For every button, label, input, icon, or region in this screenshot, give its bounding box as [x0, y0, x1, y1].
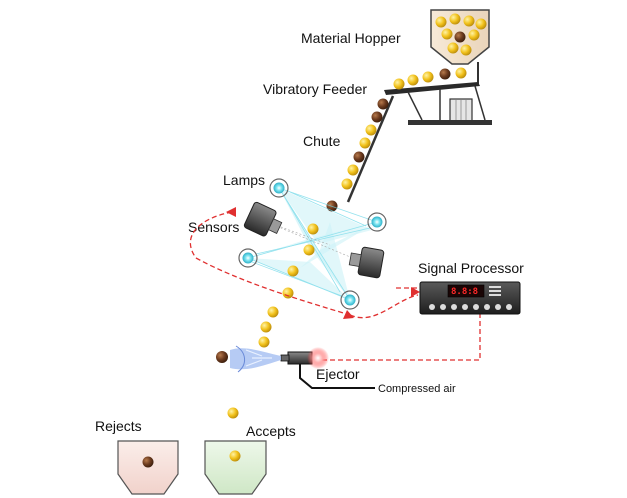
chute [326, 95, 395, 212]
lamp-bottom [340, 290, 360, 310]
vibratory-feeder [384, 62, 492, 125]
signal-processor-display: 8.8:8 [451, 287, 478, 297]
material-hopper-label: Material Hopper [301, 30, 401, 46]
air-blast [216, 345, 281, 373]
signal-arrow-head-left [226, 207, 236, 217]
signal-processor-label: Signal Processor [418, 260, 524, 276]
sensor-camera-right [348, 246, 385, 279]
ejector-label: Ejector [316, 366, 360, 382]
lamps-label: Lamps [223, 172, 265, 188]
accepts-bin [204, 440, 267, 495]
lamp-left [238, 248, 258, 268]
ejector [280, 347, 375, 389]
sensors-label: Sensors [188, 219, 239, 235]
falling-particles [227, 223, 319, 419]
ejector-flash [307, 347, 329, 369]
vibratory-feeder-label: Vibratory Feeder [263, 81, 367, 97]
material-hopper [430, 9, 490, 65]
rejects-label: Rejects [95, 418, 142, 434]
sensor-camera-left [243, 201, 283, 237]
lamp-top [269, 178, 289, 198]
compressed-air-label: Compressed air [378, 383, 456, 395]
rejects-bin [117, 440, 179, 495]
ejected-reject-particle [216, 351, 228, 363]
accepts-label: Accepts [246, 423, 296, 439]
lamp-right [367, 212, 387, 232]
signal-arrow-head-mid [343, 310, 354, 319]
chute-label: Chute [303, 133, 341, 149]
signal-processor: 8.8:8 [419, 281, 521, 315]
signal-lines [189, 211, 481, 361]
light-beams [247, 187, 378, 301]
signal-arrow-head-processor [411, 287, 420, 297]
